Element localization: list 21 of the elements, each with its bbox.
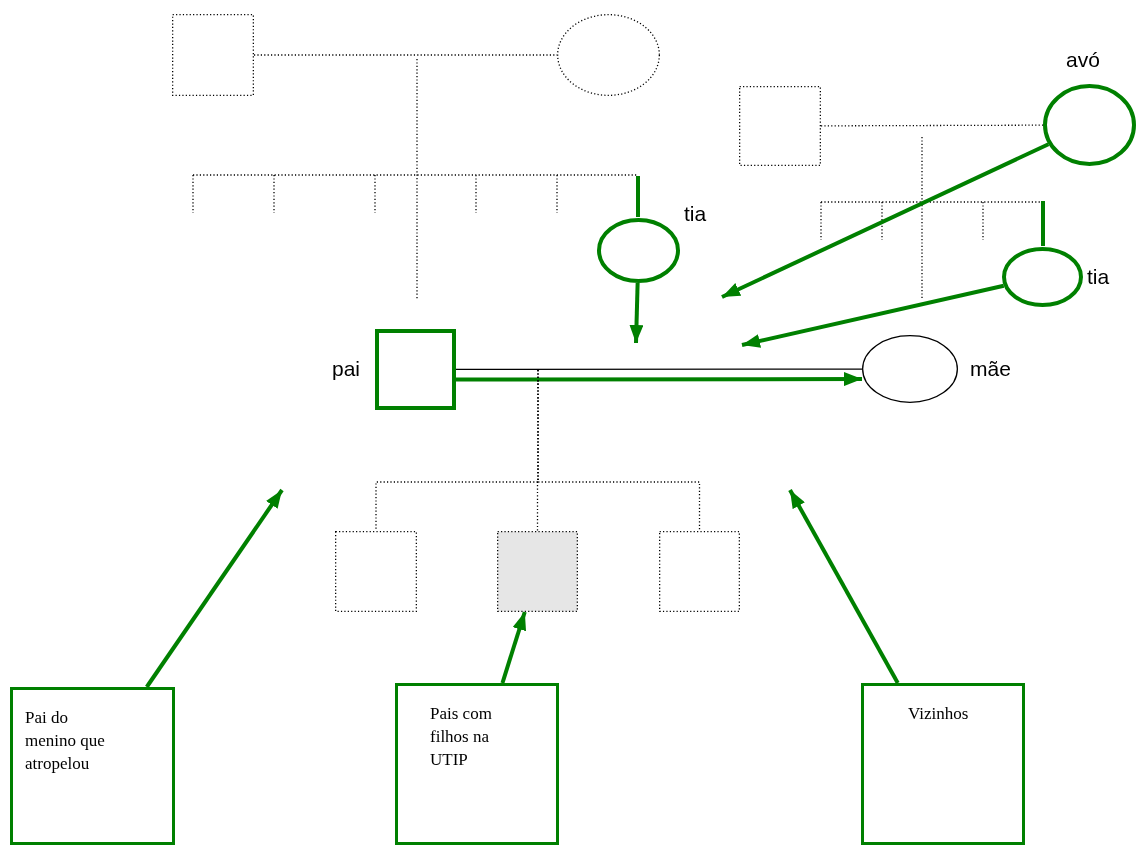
note-text: Vizinhos (908, 703, 970, 725)
note-box (861, 683, 1025, 845)
note-text: Pai do menino que atropelou (25, 707, 106, 775)
note-box (395, 683, 559, 845)
arrow (629, 282, 644, 344)
arrow (741, 283, 1005, 348)
person-label: mãe (970, 356, 1011, 382)
couple-line (820, 124, 1044, 127)
arrow (145, 488, 284, 689)
arrow (500, 611, 527, 684)
person-label: tia (1087, 264, 1110, 290)
arrow (721, 142, 1050, 299)
arrow (456, 372, 862, 387)
person-label: tia (684, 201, 707, 227)
note-box (10, 687, 175, 845)
note-text: Pais com filhos na UTIP (430, 703, 493, 771)
descent-line (537, 369, 701, 532)
person-label: avó (1066, 47, 1100, 73)
arrow (788, 489, 900, 684)
marriage-line (455, 368, 863, 371)
person-label: pai (332, 356, 361, 382)
